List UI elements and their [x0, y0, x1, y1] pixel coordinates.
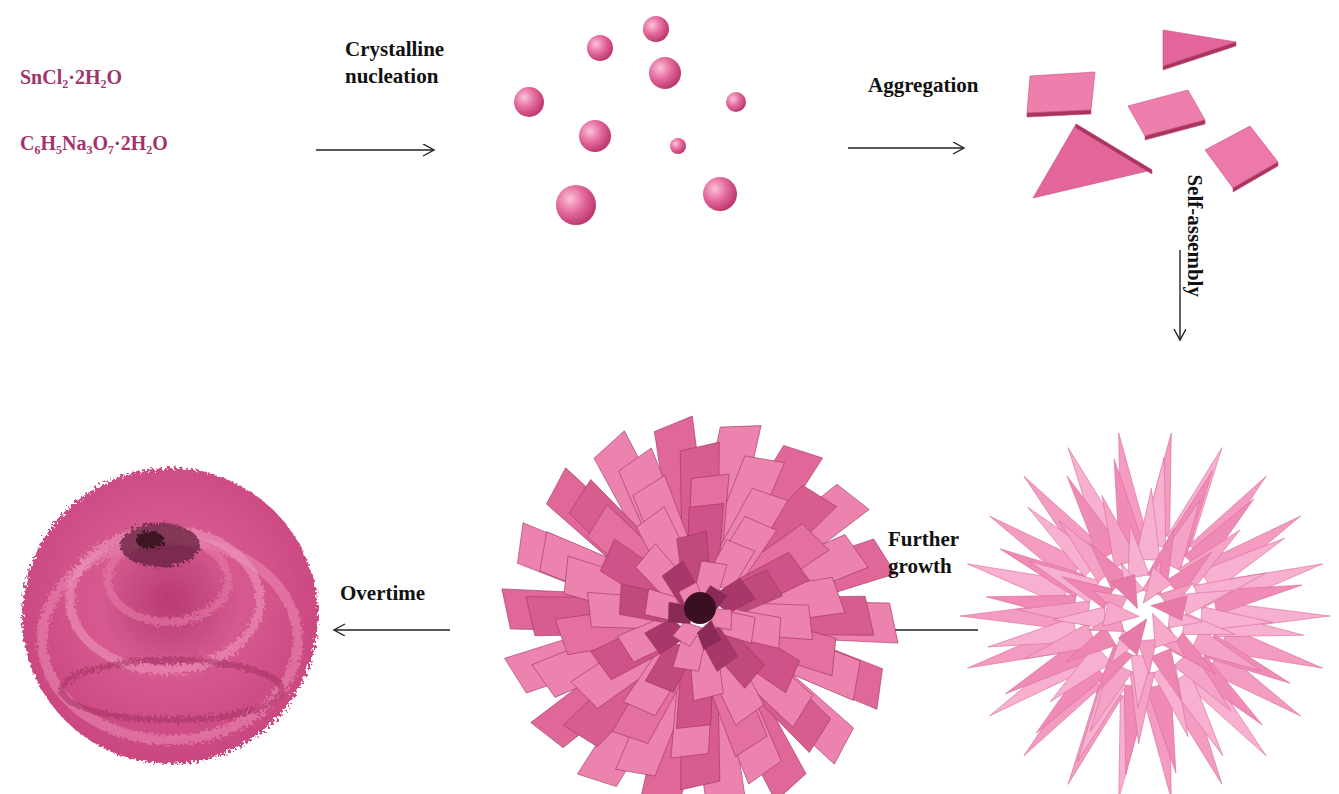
star-flower	[960, 433, 1330, 794]
step-label: Crystalline nucleation	[345, 36, 445, 91]
rose-flower	[502, 416, 898, 794]
petal	[1166, 552, 1211, 596]
rough-sphere	[22, 468, 318, 764]
step-label: Self-assembly	[1180, 175, 1207, 298]
step-label: Aggregation	[868, 72, 978, 99]
petal	[1096, 644, 1133, 694]
petal	[1153, 613, 1180, 647]
petal	[1151, 649, 1182, 701]
nanoplates	[1027, 30, 1278, 198]
petal	[1143, 567, 1171, 604]
reagent-formula: C₆H₅Na₃O₇·2H₂O	[20, 130, 168, 156]
petal	[1111, 574, 1138, 608]
petal	[673, 622, 702, 647]
petal	[1118, 619, 1146, 656]
arrow	[334, 629, 450, 630]
step-label: Further growth	[888, 526, 968, 581]
petal	[1151, 596, 1187, 621]
step-label: Overtime	[340, 580, 425, 607]
petal	[1180, 590, 1233, 615]
arrow	[316, 149, 434, 150]
petal	[1128, 525, 1150, 578]
arrow	[848, 147, 964, 148]
petal	[697, 620, 721, 650]
petal	[1065, 627, 1116, 663]
arrow	[1179, 250, 1180, 340]
nuclei-spheres	[514, 16, 746, 225]
reagent-formula: SnCl₂·2H₂O	[20, 64, 122, 90]
rose-center	[684, 592, 716, 624]
